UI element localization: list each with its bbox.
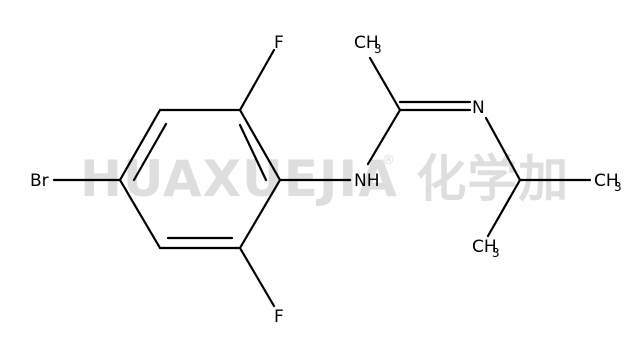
methyl-right-c: C [594, 171, 606, 191]
methyl-top-c: C [354, 33, 366, 53]
fluorine-bottom-label: F [274, 307, 284, 327]
benzene-ring [118, 108, 282, 250]
methyl-right-subscript: 3 [614, 180, 622, 194]
ring-bond-3 [238, 108, 282, 182]
bond-c-f-top [238, 48, 276, 112]
atom-labels: Br F F NH N CH 3 CH 3 CH 3 [30, 33, 622, 327]
amine-nh-label: NH [354, 171, 380, 191]
ring-inner-bond-2 [238, 123, 268, 182]
methyl-bottom-c: C [472, 237, 484, 257]
bond-nh-c [366, 108, 402, 166]
fluorine-top-label: F [274, 33, 284, 53]
methyl-bottom-h: H [484, 237, 497, 257]
svg-text:CH: CH [472, 237, 497, 257]
methyl-bottom-subscript: 3 [492, 246, 500, 260]
svg-text:CH: CH [594, 171, 619, 191]
svg-text:CH: CH [354, 33, 379, 53]
methyl-right-label: CH 3 [594, 171, 622, 194]
ring-bond-6 [118, 178, 162, 250]
bromine-label: Br [30, 171, 49, 191]
methyl-bottom-label: CH 3 [472, 237, 500, 260]
bond-c-f-bottom [238, 246, 276, 308]
methyl-right-h: H [606, 171, 619, 191]
methyl-top-subscript: 3 [374, 42, 382, 56]
ring-bond-4 [238, 178, 282, 250]
methyl-top-h: H [366, 33, 379, 53]
watermark-registered-mark: ® [382, 153, 395, 168]
bond-n-ch [484, 116, 522, 182]
bond-c-ch3-top [368, 56, 402, 112]
ring-inner-bond-1 [132, 122, 168, 182]
methyl-top-label: CH 3 [354, 33, 382, 56]
ring-bond-1 [118, 108, 162, 182]
bond-ch-ch3-bottom [486, 178, 522, 238]
imine-n-label: N [472, 98, 485, 118]
substituent-bonds [52, 48, 592, 308]
